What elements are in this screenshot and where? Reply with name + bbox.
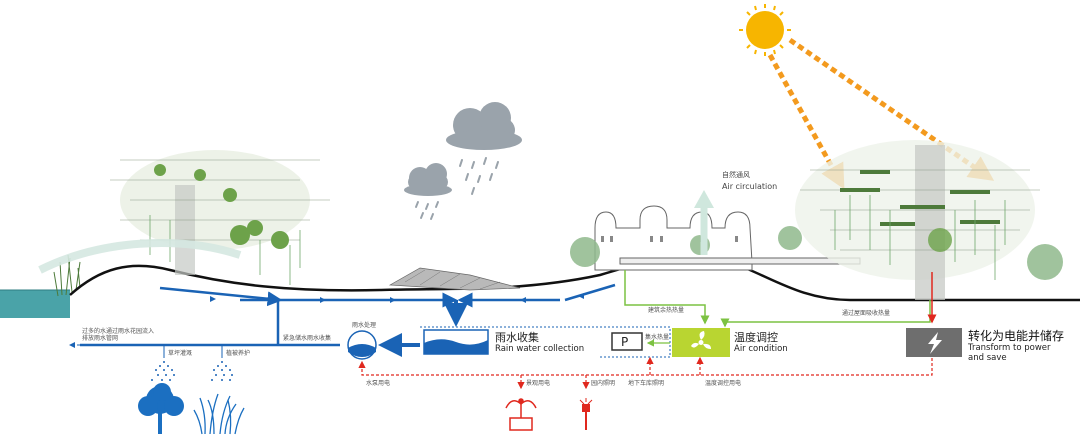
solar-heat-label: 通过屋面吸收热量 bbox=[842, 309, 890, 317]
overflow-note-1: 过多的水通过雨水花园流入 bbox=[82, 327, 154, 335]
lawn-irrigation-label: 草坪灌溉 bbox=[168, 349, 192, 357]
power-storage-icon bbox=[906, 328, 962, 357]
temp-control-cn: 温度调控 bbox=[734, 330, 778, 344]
vertical-forest-left bbox=[110, 150, 330, 285]
water-purify-icon bbox=[347, 330, 377, 360]
parking-letter: P bbox=[621, 335, 628, 349]
rain-collection-en: Rain water collection bbox=[495, 344, 584, 354]
lamp-icon bbox=[579, 398, 593, 430]
garden-power-label: 园内照明 bbox=[591, 379, 615, 387]
purify-label: 雨水处理 bbox=[352, 321, 376, 329]
landscape-power-label: 景观用电 bbox=[526, 379, 550, 387]
parking-icon: P bbox=[611, 332, 643, 351]
lake bbox=[0, 289, 70, 318]
overflow-note-2: 排放雨水管网 bbox=[82, 334, 118, 342]
cloud-large bbox=[446, 102, 522, 150]
collect-heat-label: 集水热量 bbox=[645, 333, 669, 341]
roof-building bbox=[388, 267, 521, 291]
tree-icon bbox=[138, 383, 184, 434]
rain-drops-large bbox=[459, 157, 499, 195]
temp-power-label: 温度调控用电 bbox=[705, 379, 741, 387]
rain-drops-small bbox=[415, 201, 439, 220]
building-heat-label: 建筑余热热量 bbox=[648, 306, 684, 314]
air-flow-arc-left bbox=[38, 239, 242, 274]
cloud-small bbox=[404, 163, 452, 196]
spray-drops-2 bbox=[211, 361, 233, 381]
power-distribution-lines bbox=[358, 356, 933, 390]
grass-icon bbox=[193, 393, 245, 435]
ventilation-arrow bbox=[694, 190, 714, 255]
air-circulation-en: Air circulation bbox=[722, 182, 777, 191]
natural-ventilation-cn: 自然通风 bbox=[722, 170, 750, 179]
absorb-label: 紧急储水雨水收集 bbox=[283, 334, 331, 342]
green-heat-lines bbox=[624, 270, 931, 328]
irrigation-branches bbox=[163, 345, 223, 358]
blue-chevrons bbox=[210, 293, 584, 303]
plant-care-label: 植被养护 bbox=[226, 349, 250, 357]
blue-dotted-loop bbox=[420, 326, 671, 358]
transform-en-1: Transform to power bbox=[967, 343, 1051, 353]
rain-collection-cn: 雨水收集 bbox=[495, 330, 539, 344]
transform-cn: 转化为电能并储存 bbox=[968, 328, 1064, 343]
spray-drops-1 bbox=[151, 361, 175, 381]
vertical-forest-right bbox=[795, 140, 1040, 300]
transform-en-2: and save bbox=[968, 353, 1007, 363]
pump-power-label: 水泵用电 bbox=[366, 379, 390, 387]
sun-icon bbox=[739, 4, 791, 56]
air-condition-icon bbox=[672, 328, 730, 357]
fountain-icon bbox=[505, 398, 537, 431]
temp-control-en: Air condition bbox=[734, 344, 788, 354]
shrubs bbox=[570, 226, 1063, 280]
rain-tank-icon bbox=[423, 329, 489, 355]
garage-power-label: 地下车库照明 bbox=[628, 379, 664, 387]
